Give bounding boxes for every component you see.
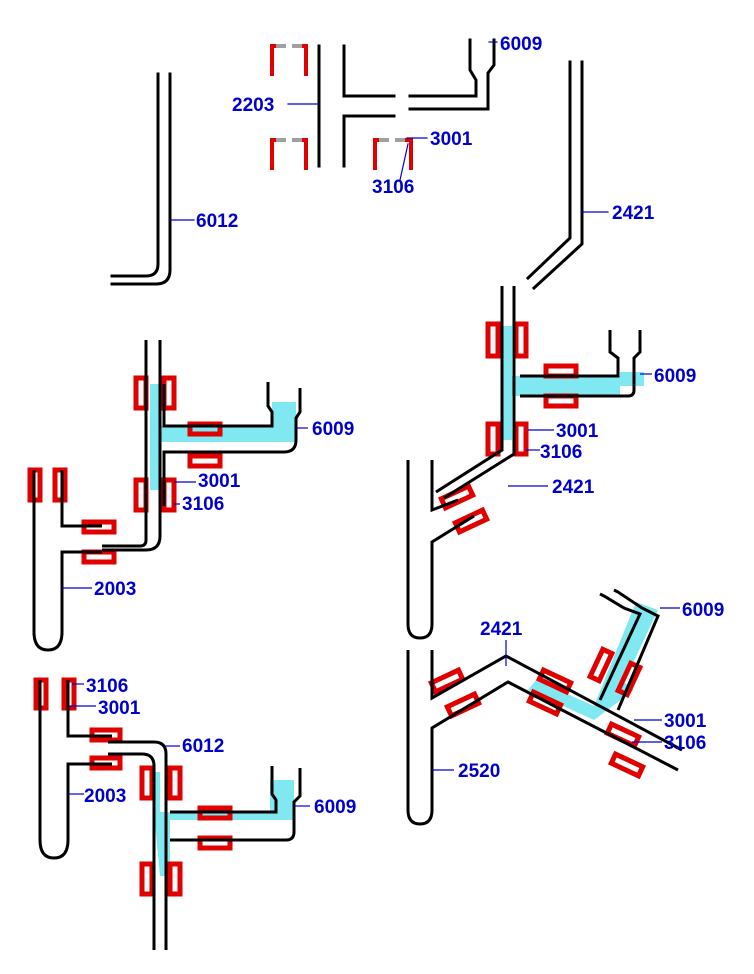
liquid-a2 xyxy=(502,326,644,440)
tubes-a2 xyxy=(406,286,642,640)
label-2421-a4: 2421 xyxy=(480,619,523,640)
tee-2203-exploded xyxy=(317,44,396,168)
label-3001-exploded: 3001 xyxy=(430,129,473,150)
assembly-3 xyxy=(33,677,310,950)
label-6009-a3: 6009 xyxy=(314,797,356,818)
funnel-6009-exploded xyxy=(408,38,496,111)
label-2421-a2: 2421 xyxy=(552,477,595,498)
label-3106-a2: 3106 xyxy=(540,442,582,463)
assembly-2 xyxy=(406,286,652,640)
clamps-a1 xyxy=(27,375,223,565)
label-2203-exploded: 2203 xyxy=(232,95,274,116)
label-6009-exploded: 6009 xyxy=(500,34,542,55)
clamp-set-2203 xyxy=(270,44,413,170)
leaders-a1 xyxy=(62,427,308,589)
label-3106-a3: 3106 xyxy=(86,676,128,697)
label-3106-exploded: 3106 xyxy=(372,177,414,198)
label-6012-exploded: 6012 xyxy=(196,211,238,232)
tubes-a3 xyxy=(38,680,302,950)
label-3106-a1: 3106 xyxy=(182,494,224,515)
clamps-a4 xyxy=(427,645,647,780)
liquid-a1 xyxy=(150,384,296,490)
tubes-a1 xyxy=(32,340,302,652)
leaders-a3 xyxy=(68,683,310,807)
label-6009-a2: 6009 xyxy=(654,366,696,387)
label-2003-a3: 2003 xyxy=(84,786,126,807)
tube-6012-exploded xyxy=(110,72,172,286)
label-6009-a4: 6009 xyxy=(682,600,724,621)
label-6012-a3: 6012 xyxy=(182,736,224,757)
leaders-a2 xyxy=(508,373,652,487)
label-3001-a2: 3001 xyxy=(556,421,599,442)
assembly-4 xyxy=(406,588,683,826)
label-2421-exploded: 2421 xyxy=(612,203,655,224)
label-2520-a4: 2520 xyxy=(458,761,500,782)
label-3001-a4: 3001 xyxy=(664,711,707,732)
leaders-a4 xyxy=(432,607,680,771)
tube-2421-exploded xyxy=(525,60,584,291)
label-3001-a3: 3001 xyxy=(98,698,141,719)
liquid-a3 xyxy=(150,772,294,876)
label-3001-a1: 3001 xyxy=(198,471,241,492)
label-3106-a4: 3106 xyxy=(664,733,706,754)
assembly-1 xyxy=(27,340,308,652)
clamp-insert-set xyxy=(276,44,405,142)
exploded-leaders xyxy=(169,41,609,221)
label-6009-a1: 6009 xyxy=(312,419,354,440)
exploded-view xyxy=(110,38,609,291)
tubes-a4 xyxy=(406,588,683,826)
label-2003-a1: 2003 xyxy=(94,579,136,600)
